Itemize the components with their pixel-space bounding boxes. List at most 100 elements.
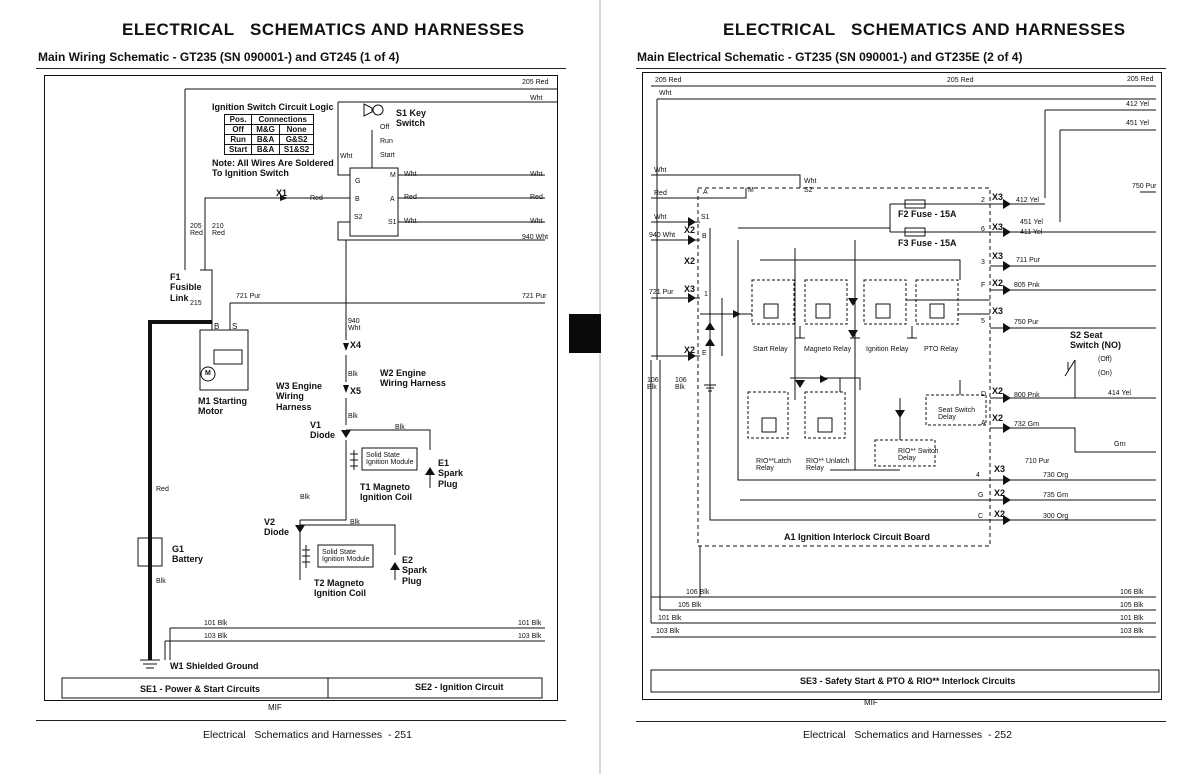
terminal-s-label: S xyxy=(232,322,238,331)
a1-circuit-board-label: A1 Ignition Interlock Circuit Board xyxy=(784,532,931,542)
s2-seat-switch: S2 Seat Switch (NO) xyxy=(1070,330,1121,351)
logic-title: Ignition Switch Circuit Logic xyxy=(212,102,334,112)
connector-x2: X2 xyxy=(684,345,696,355)
wire-label: Blk xyxy=(156,578,166,585)
f1-fusible-link: F1 Fusible Link xyxy=(170,272,202,303)
header-rule xyxy=(636,68,1166,69)
wire-label: 105 Blk xyxy=(678,602,702,609)
wire-label: Wht xyxy=(654,214,667,221)
v2-diode: V2 Diode xyxy=(264,517,290,538)
ignition-module-2: Solid State Ignition Module xyxy=(322,549,370,563)
wire-label: 735 Grn xyxy=(1043,492,1069,499)
mif-mark: MIF xyxy=(268,703,282,712)
wire-label: 205 Red xyxy=(1127,76,1154,83)
board-pin: E xyxy=(702,350,707,357)
terminal-b-label: B xyxy=(214,322,220,331)
wire-label: Wht xyxy=(404,218,417,225)
pto-relay-label: PTO Relay xyxy=(924,346,959,353)
connector-x3: X3 xyxy=(994,464,1006,474)
switch-pos-run: Run xyxy=(380,138,393,145)
header-rule xyxy=(36,68,566,69)
board-pin: 3 xyxy=(981,259,985,266)
rio-switch-delay-label: RIO** Switch Delay xyxy=(898,448,939,462)
wire-label: Wht xyxy=(530,218,543,225)
wire-label: Red xyxy=(156,486,169,493)
wire-label: 205 Red xyxy=(190,223,203,237)
wire-label: Red xyxy=(310,195,323,202)
wire-label: 103 Blk xyxy=(656,628,680,635)
wire-label: 710 Pur xyxy=(1025,458,1050,465)
board-pin: S1 xyxy=(701,214,710,221)
page-footer: Electrical Schematics and Harnesses - 25… xyxy=(203,729,412,741)
wire-label: Red xyxy=(530,194,543,201)
wire-label: Blk xyxy=(348,371,358,378)
connector-x2: X2 xyxy=(992,278,1004,288)
terminal-a: A xyxy=(390,196,395,203)
schematic-frame xyxy=(44,75,558,701)
wire-label: 721 Pur xyxy=(649,289,674,296)
wire-label: 106 Blk xyxy=(647,377,659,391)
wire-label: 101 Blk xyxy=(518,620,542,627)
terminal-g: G xyxy=(355,178,361,185)
wire-label: 750 Pur xyxy=(1132,183,1157,190)
board-pin: F xyxy=(981,282,986,289)
switch-pos-start: Start xyxy=(380,152,395,159)
page-header: ELECTRICAL SCHEMATICS AND HARNESSES xyxy=(122,20,525,39)
wire-label: 732 Grn xyxy=(1014,421,1040,428)
board-pin: G xyxy=(978,492,984,499)
wire-label: Blk xyxy=(395,424,405,431)
f2-fuse: F2 Fuse - 15A xyxy=(898,209,957,219)
wire-label: 800 Pnk xyxy=(1014,392,1040,399)
wire-label: 451 Yel xyxy=(1020,219,1043,226)
wire-label: 101 Blk xyxy=(204,620,228,627)
seat-switch-on: (On) xyxy=(1098,370,1112,377)
ignition-module-1: Solid State Ignition Module xyxy=(366,452,414,466)
wire-label: 412 Yel xyxy=(1016,197,1039,204)
wire-label: 103 Blk xyxy=(518,633,542,640)
footer-rule xyxy=(636,721,1166,722)
seat-switch-off: (Off) xyxy=(1098,356,1112,363)
wire-label: Grn xyxy=(1114,441,1126,448)
w2-engine-harness: W2 Engine Wiring Harness xyxy=(380,368,446,389)
connector-x3: X3 xyxy=(992,306,1004,316)
wire-label: 106 Blk xyxy=(686,589,710,596)
wire-label: Blk xyxy=(350,519,360,526)
terminal-s1: S1 xyxy=(388,219,397,226)
schematic-frame xyxy=(642,72,1162,700)
wire-label: 805 Pnk xyxy=(1014,282,1040,289)
wire-label: 103 Blk xyxy=(204,633,228,640)
wire-label: 940 Wht xyxy=(348,318,361,332)
wire-label: Wht xyxy=(530,171,543,178)
logic-note: Note: All Wires Are Soldered To Ignition… xyxy=(212,158,334,179)
wire-label: Red xyxy=(654,190,667,197)
mif-mark: MIF xyxy=(864,698,878,707)
wire-label: 205 Red xyxy=(655,77,682,84)
wire-label: 215 xyxy=(190,300,202,307)
connector-x3: X3 xyxy=(684,284,696,294)
wire-label: 205 Red xyxy=(522,79,549,86)
table-cell: Start xyxy=(223,144,253,155)
w3-engine-harness: W3 Engine Wiring Harness xyxy=(276,381,323,412)
wire-label: 101 Blk xyxy=(1120,615,1144,622)
board-pin: A xyxy=(703,189,708,196)
g1-battery: G1 Battery xyxy=(172,544,204,565)
connector-x3: X3 xyxy=(992,251,1004,261)
magneto-relay-label: Magneto Relay xyxy=(804,346,852,353)
connector-x2: X2 xyxy=(992,413,1004,423)
switch-pos-off: Off xyxy=(380,124,390,131)
board-pin: 2 xyxy=(981,197,985,204)
wire-label: 711 Pur xyxy=(1016,257,1040,264)
connector-x2: X2 xyxy=(684,225,696,235)
page-footer: Electrical Schematics and Harnesses - 25… xyxy=(803,729,1012,741)
wire-label: Wht xyxy=(530,95,543,102)
se3-caption: SE3 - Safety Start & PTO & RIO** Interlo… xyxy=(800,676,1016,686)
schematic-subtitle: Main Electrical Schematic - GT235 (SN 09… xyxy=(637,50,1023,64)
wire-label: 730 Org xyxy=(1043,472,1069,479)
wire-label: Wht xyxy=(659,90,672,97)
start-relay-label: Start Relay xyxy=(753,346,788,353)
wire-label: 205 Red xyxy=(947,77,974,84)
wire-label: 750 Pur xyxy=(1014,319,1039,326)
s1-key-switch-label: S1 Key Switch xyxy=(396,108,427,129)
